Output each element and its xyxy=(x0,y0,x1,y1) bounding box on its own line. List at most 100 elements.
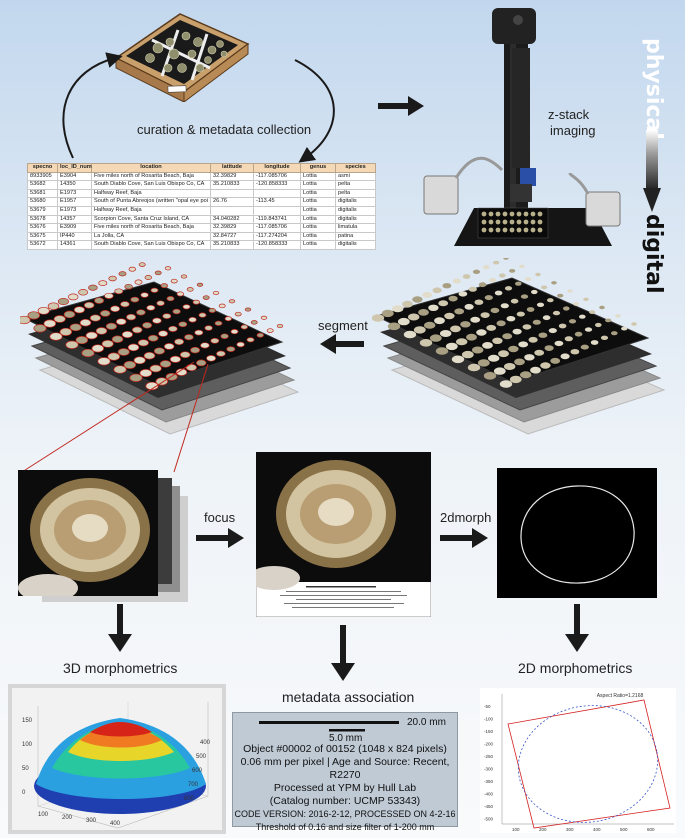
shell-specimen xyxy=(536,302,545,307)
focused-shell-image xyxy=(256,452,431,617)
table-cell: 53680 xyxy=(27,197,58,207)
shell-specimen xyxy=(130,296,140,303)
down-arrow-metadata xyxy=(331,625,355,681)
shell-specimen xyxy=(448,295,458,302)
shell-specimen xyxy=(88,284,98,291)
table-column-header: location xyxy=(91,163,211,173)
shell-specimen xyxy=(180,274,188,279)
shell-specimen xyxy=(226,346,236,352)
shell-specimen xyxy=(492,337,503,344)
shell-specimen xyxy=(472,269,481,274)
shell-specimen xyxy=(188,316,197,323)
shell-specimen xyxy=(500,303,509,309)
shell-specimen xyxy=(397,317,410,326)
shell-specimen xyxy=(97,357,111,366)
metadata-label-box: 20.0 mm 5.0 mm Object #00002 of 00152 (1… xyxy=(232,712,458,832)
table-cell: 32.84727 xyxy=(210,231,254,242)
shell-specimen xyxy=(224,316,232,322)
shell-specimen xyxy=(260,315,268,320)
shell-specimen xyxy=(67,293,79,301)
shell-specimen xyxy=(158,330,169,337)
shell-specimen xyxy=(595,322,602,328)
twod-morphometrics-label: 2D morphometrics xyxy=(518,660,633,676)
down-arrow-2d xyxy=(565,604,589,652)
shell-specimen xyxy=(493,260,500,265)
shell-specimen xyxy=(419,339,433,347)
table-cell: E1973 xyxy=(57,188,92,199)
shell-specimen xyxy=(156,300,165,306)
shell-specimen xyxy=(124,283,133,290)
down-arrow-3d xyxy=(108,604,132,652)
axis-tick-label: 300 xyxy=(86,818,97,824)
table-cell xyxy=(210,205,254,216)
shell-specimen xyxy=(75,336,89,345)
shell-specimen xyxy=(451,355,465,364)
shell-specimen xyxy=(120,301,130,308)
axis-tick-label: 600 xyxy=(192,768,203,774)
table-cell: pelta xyxy=(335,180,376,190)
shell-specimen xyxy=(204,325,213,331)
table-cell: Lottia xyxy=(300,214,336,225)
shell-specimen xyxy=(499,273,506,278)
shell-specimen xyxy=(498,350,509,358)
axis-tick-label: -150 xyxy=(484,729,494,734)
shell-specimen xyxy=(228,299,236,304)
shell-specimen xyxy=(57,297,69,306)
shell-specimen xyxy=(403,330,417,339)
shell-specimen xyxy=(108,275,117,282)
table-cell: 14350 xyxy=(57,180,92,190)
table-cell: 14357 xyxy=(57,214,92,225)
table-cell: Halfway Reef, Baja xyxy=(91,188,211,199)
shell-specimen xyxy=(580,344,589,350)
shell-specimen xyxy=(428,304,439,311)
axis-tick-label: 200 xyxy=(62,815,73,821)
shell-specimen xyxy=(47,302,60,310)
shell-specimen xyxy=(170,278,178,284)
shell-specimen xyxy=(574,331,583,337)
metadata-line-2: 0.06 mm per pixel | Age and Source: Rece… xyxy=(240,756,450,781)
physical-digital-gradient-bar xyxy=(646,130,658,190)
table-cell: -119.843741 xyxy=(253,214,301,225)
shell-specimen xyxy=(589,310,596,314)
shell-specimen xyxy=(467,363,481,372)
shell-specimen xyxy=(560,353,570,360)
shell-specimen xyxy=(190,346,201,354)
axis-tick-label: 0 xyxy=(22,790,26,796)
shell-specimen xyxy=(114,288,124,295)
shell-specimen xyxy=(53,315,66,323)
shell-specimen xyxy=(256,332,264,338)
shell-specimen xyxy=(519,264,525,268)
table-cell: 35.210833 xyxy=(210,240,254,250)
shell-specimen xyxy=(163,343,175,350)
shell-specimen xyxy=(140,292,149,298)
table-cell: digitalis xyxy=(335,205,376,216)
table-column-header: specno xyxy=(27,163,58,173)
axis-tick-label: 400 xyxy=(110,821,121,827)
shell-specimen xyxy=(422,291,433,298)
shell-specimen xyxy=(434,317,445,325)
table-cell: Five miles north of Rosarita Beach, Baja xyxy=(91,223,211,233)
shell-specimen xyxy=(128,266,136,272)
table-cell: South Diablo Cove, San Luis Obispo Co, C… xyxy=(91,180,211,190)
metadata-line-4: (Catalog number: UCMP 53343) xyxy=(269,795,421,807)
shell-specimen xyxy=(535,272,541,277)
scale-minor-label: 5.0 mm xyxy=(329,733,363,744)
shell-specimen xyxy=(179,351,191,359)
table-cell: -120.858333 xyxy=(253,240,301,250)
shell-specimen xyxy=(432,287,442,294)
table-cell xyxy=(253,188,301,199)
table-column-header: species xyxy=(335,163,376,173)
shell-specimen xyxy=(49,332,63,341)
shell-specimen xyxy=(145,381,159,391)
shell-specimen xyxy=(138,262,146,267)
shell-specimen xyxy=(472,346,484,354)
shell-specimen xyxy=(234,311,242,317)
axis-tick-label: 300 xyxy=(566,827,574,832)
shell-specimen xyxy=(526,307,535,312)
table-cell: Lottia xyxy=(300,188,336,199)
shell-specimen xyxy=(196,282,204,287)
shell-specimen xyxy=(456,338,468,346)
